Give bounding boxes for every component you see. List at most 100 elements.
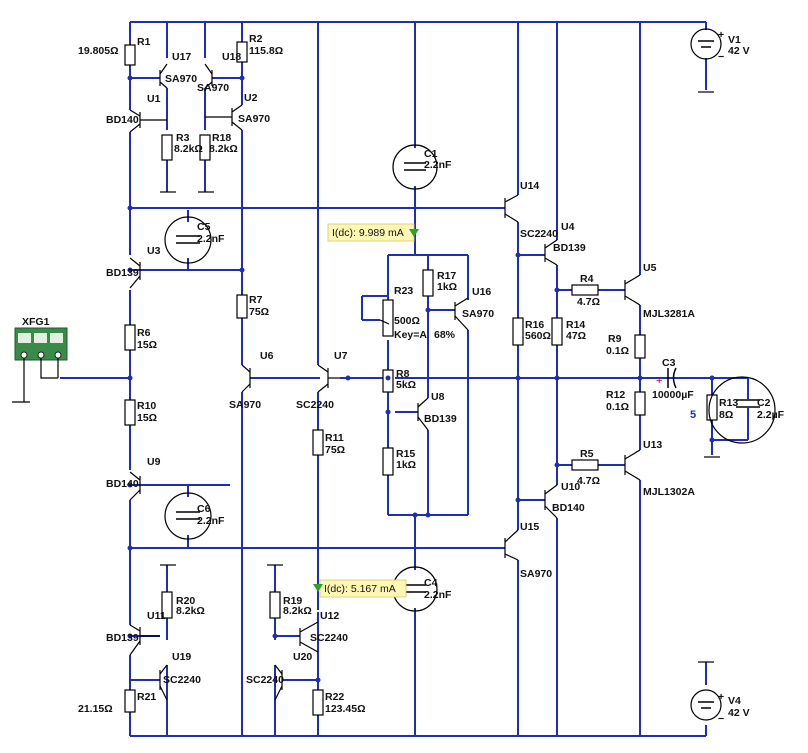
r3-value: 8.2kΩ	[174, 143, 203, 155]
u4-ref: U4	[561, 221, 575, 233]
r8-value: 5kΩ	[396, 379, 416, 391]
r23-value: 500Ω	[394, 315, 420, 327]
transistor-u8	[417, 397, 429, 431]
c3-ref: C3	[662, 357, 676, 369]
probe-1-text: I(dc): 9.989 mA	[332, 227, 404, 239]
capacitor-symbols	[164, 144, 776, 612]
resistor-r10-body	[124, 399, 136, 426]
u8-ref: U8	[431, 391, 445, 403]
capacitor-c1	[392, 144, 438, 190]
u9-ref: U9	[147, 456, 161, 468]
c2-value: 2.2µF	[757, 409, 785, 421]
u5-part: MJL3281A	[643, 308, 695, 320]
transistor-u6	[241, 364, 251, 393]
source-v1	[690, 28, 722, 60]
probe-1-marker	[409, 229, 419, 237]
u11-ref: U11	[147, 610, 166, 622]
c6-value: 2.2nF	[197, 515, 225, 527]
junction-dots	[127, 75, 715, 683]
u9-part: BD140	[106, 478, 139, 490]
v1-ref: V1	[728, 34, 741, 46]
u20-part: SC2240	[246, 674, 284, 686]
u14-part: SC2240	[520, 228, 558, 240]
u14-ref: U14	[520, 180, 539, 192]
r20-ref: R20	[176, 595, 195, 607]
resistor-r2-body	[236, 41, 248, 63]
resistor-r3-body	[161, 134, 173, 161]
u18-part: SA970	[197, 82, 229, 94]
u20-ref: U20	[293, 651, 312, 663]
transistor-symbols	[129, 63, 641, 701]
u13-ref: U13	[643, 439, 662, 451]
transistor-u1	[129, 109, 167, 133]
resistor-r11-body	[312, 429, 324, 456]
r16-ref: R16	[525, 319, 544, 331]
r23-percent: 68%	[434, 329, 456, 341]
r10-ref: R10	[137, 400, 156, 412]
r23-ref: R23	[394, 285, 413, 297]
capacitor-c5	[164, 216, 212, 264]
u3-part: BD139	[106, 267, 139, 279]
r2-ref: R2	[249, 33, 263, 45]
resistor-r21-body	[124, 689, 136, 713]
r21-ref: R21	[137, 691, 156, 703]
r11-ref: R11	[325, 432, 344, 444]
probe-2-marker	[313, 584, 323, 592]
r7-ref: R7	[249, 294, 263, 306]
u5-ref: U5	[643, 262, 657, 274]
c6-ref: C6	[197, 503, 211, 515]
probe-2-text: I(dc): 5.167 mA	[324, 583, 396, 595]
c1-ref: C1	[424, 148, 438, 160]
r7-value: 75Ω	[249, 306, 269, 318]
r20-value: 8.2kΩ	[176, 605, 205, 617]
c1-value: 2.2nF	[424, 159, 452, 171]
r14-ref: R14	[566, 319, 585, 331]
r22-ref: R22	[325, 691, 344, 703]
transistor-u14	[504, 194, 519, 223]
c5-ref: C5	[197, 221, 211, 233]
r18-ref: R18	[212, 132, 231, 144]
ground-symbols	[12, 91, 720, 663]
transistor-u17	[159, 63, 168, 89]
r6-ref: R6	[137, 327, 151, 339]
r21-value: 21.15Ω	[78, 703, 113, 715]
component-labels: R1 19.805Ω R2 115.8Ω R3 8.2kΩ R18 8.2kΩ …	[78, 33, 785, 719]
r2-value: 115.8Ω	[249, 45, 283, 57]
r9-ref: R9	[608, 333, 622, 345]
r15-ref: R15	[396, 448, 415, 460]
r8-ref: R8	[396, 368, 410, 380]
r14-value: 47Ω	[566, 330, 586, 342]
resistor-bodies	[124, 41, 718, 716]
function-generator[interactable]: XFG1	[14, 316, 68, 402]
transistor-u4	[544, 239, 558, 266]
r6-value: 15Ω	[137, 339, 157, 351]
transistor-u20	[274, 664, 283, 701]
u3-ref: U3	[147, 245, 161, 257]
resistor-r20-body	[161, 591, 173, 619]
c4-ref: C4	[424, 577, 438, 589]
c3-value: 10000µF	[652, 389, 694, 401]
r4-value: 4.7Ω	[577, 296, 600, 308]
capacitor-c2	[708, 376, 776, 444]
transistor-u3	[129, 257, 141, 289]
r9-value: 0.1Ω	[606, 345, 629, 357]
transistor-u12	[299, 621, 319, 653]
resistor-r22-body	[312, 689, 324, 716]
r19-ref: R19	[283, 595, 302, 607]
resistor-r5-body	[571, 459, 599, 471]
u7-part: SC2240	[296, 399, 334, 411]
u15-part: SA970	[520, 568, 552, 580]
r10-value: 15Ω	[137, 412, 157, 424]
r17-ref: R17	[437, 270, 456, 282]
r12-ref: R12	[606, 389, 625, 401]
u19-part: SC2240	[163, 674, 201, 686]
u11-part: BD139	[106, 632, 139, 644]
source-v4	[690, 689, 722, 721]
resistor-r9-body	[634, 334, 646, 359]
u1-ref: U1	[147, 93, 161, 105]
u17-ref: U17	[172, 51, 191, 63]
resistor-r4-body	[571, 284, 599, 296]
dc-sources	[690, 28, 722, 721]
